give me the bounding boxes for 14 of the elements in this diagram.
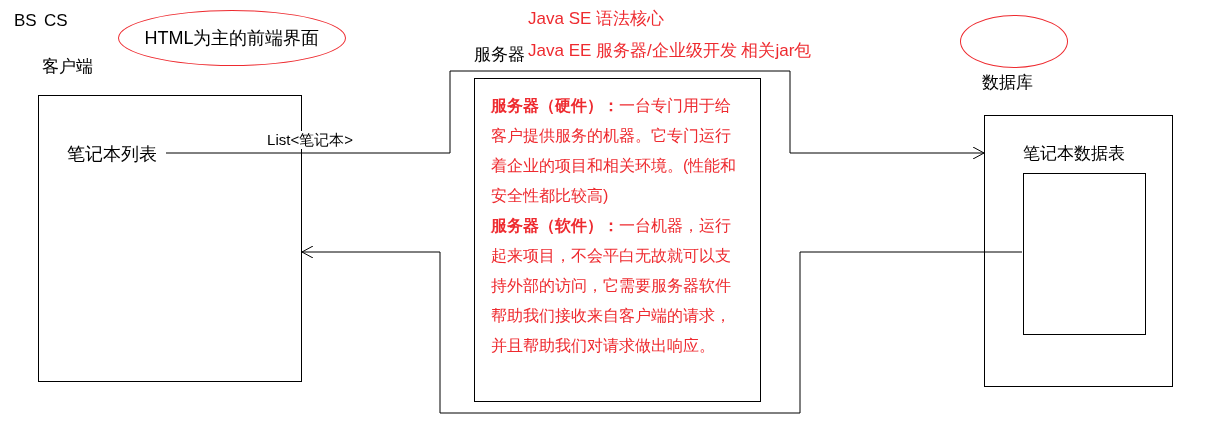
arrow bbox=[301, 245, 1023, 414]
description-paragraph: 服务器（硬件）：一台专门用于给客户提供服务的机器。它专门运行着企业的项目和相关环境。(性能和安全性都比较高) bbox=[491, 96, 738, 206]
list-label: 笔记本列表 bbox=[67, 143, 157, 165]
panel-heading: 服务器 bbox=[474, 44, 525, 66]
description-paragraph: 服务器（软件）：一台机器，运行起来项目，不会平白无故就可以支持外部的访问，它需要服务器软件帮助我们接收来自客户端的请求，并且帮助我们对请求做出响应。 bbox=[491, 216, 732, 356]
label-text: BS bbox=[14, 10, 37, 32]
note-text: Java EE 服务器/企业级开发 相关jar包 bbox=[528, 40, 812, 62]
note-text: Java SE 语法核心 bbox=[528, 8, 665, 30]
empty-ellipse bbox=[960, 15, 1068, 68]
arrow bbox=[165, 70, 985, 160]
label-text: CS bbox=[44, 10, 68, 32]
panel-heading: 客户端 bbox=[42, 56, 93, 78]
panel-heading: 笔记本数据表 bbox=[1023, 143, 1125, 165]
panel-heading: 数据库 bbox=[982, 72, 1033, 94]
